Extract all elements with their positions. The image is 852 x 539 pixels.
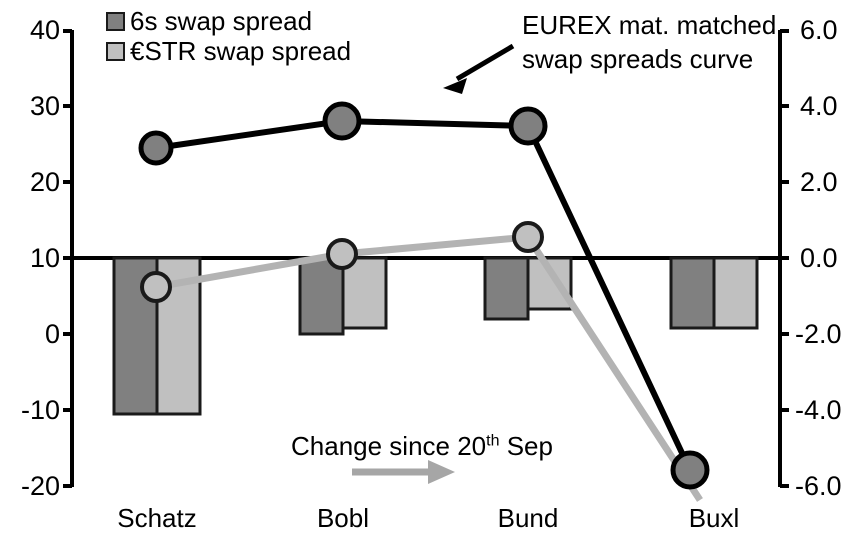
change-since-text-before: Change since 20 [291, 431, 487, 461]
left-axis-tick-label: 40 [29, 15, 60, 45]
right-axis-tick-label: 4.0 [800, 91, 838, 121]
right-axis-tick-label: -4.0 [795, 395, 842, 425]
line-eurex-marker [508, 106, 548, 146]
legend: 6s swap spread €STR swap spread [106, 6, 351, 66]
line-estr-marker [140, 271, 172, 303]
left-axis-tick-label: 10 [29, 243, 60, 273]
right-axis-tick-label: 2.0 [800, 167, 838, 197]
change-since-note: Change since 20th Sep [291, 431, 553, 461]
right-axis-spine [778, 29, 789, 488]
left-axis-tick-label: 0 [44, 319, 60, 349]
bar-estr-buxl [712, 256, 759, 330]
bar-6s-bobl [298, 256, 345, 336]
x-axis-category-label: Bobl [316, 503, 370, 533]
line-eurex-marker [670, 450, 710, 490]
bar-6s-bund [483, 256, 530, 321]
right-axis-tick-label: 0.0 [800, 243, 838, 273]
left-axis-tick-label: -10 [20, 395, 60, 425]
left-axis-tick-label: 20 [29, 167, 60, 197]
left-axis-tick-label: -20 [20, 471, 60, 501]
legend-label: €STR swap spread [130, 36, 352, 66]
right-axis-tick-label: -2.0 [795, 319, 842, 349]
x-axis-category-label: Schatz [117, 503, 197, 533]
x-axis-category-label: Buxl [688, 503, 740, 533]
line-eurex-swap-spreads [155, 117, 693, 472]
curve-callout-line2: swap spreads curve [522, 44, 754, 74]
curve-callout-line1: EUREX mat. matched [522, 10, 777, 40]
legend-swatch-icon [106, 41, 125, 61]
legend-label: 6s swap spread [130, 6, 313, 36]
x-axis-category-label: Bund [497, 503, 559, 533]
line-eurex-marker [138, 130, 174, 166]
line-estr-marker [326, 238, 358, 270]
change-since-text-after: Sep [499, 431, 553, 461]
change-since-superscript: th [486, 432, 500, 450]
legend-item-estr-swap-spread[interactable]: €STR swap spread [106, 36, 351, 66]
legend-item-6s-swap-spread[interactable]: 6s swap spread [106, 6, 351, 36]
left-axis-tick-label: 30 [29, 91, 60, 121]
bar-6s-buxl [669, 256, 716, 330]
legend-swatch-icon [106, 11, 125, 31]
callout-arrow-icon [443, 43, 515, 94]
change-since-arrow-icon [352, 460, 455, 484]
line-estr-swap-spreads [155, 233, 703, 502]
line-estr-marker [512, 221, 544, 253]
right-axis-tick-label: -6.0 [795, 471, 842, 501]
left-axis-spine [63, 29, 74, 488]
line-eurex-marker [322, 101, 362, 141]
right-axis-tick-label: 6.0 [800, 15, 838, 45]
bar-estr-bobl [341, 256, 388, 330]
